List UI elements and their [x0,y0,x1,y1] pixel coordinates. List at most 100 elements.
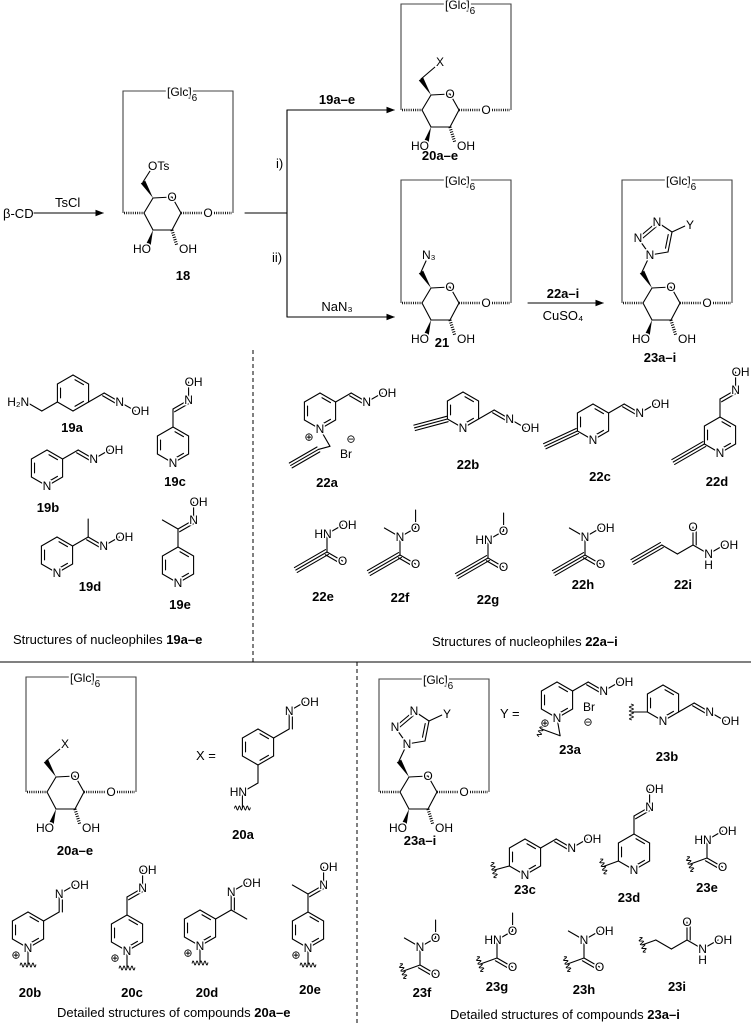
double-bond-inner [76,452,93,463]
double-bond-inner [102,395,119,406]
double-bond-inner [128,890,145,901]
ring-bond [30,449,48,460]
caption-22-text: Structures of nucleophiles [432,634,585,649]
glc-subscript: 6 [95,679,101,690]
cyclodextrin-bracket [400,179,512,303]
bond [509,418,526,429]
atom-label: N [634,231,643,245]
double-bond-inner [494,960,512,971]
atom-label: N [581,530,590,544]
ring-bond [633,833,651,844]
bond [215,909,232,920]
bond [642,939,657,946]
bond [119,401,136,412]
ring-double-inner [179,551,190,558]
double-bond-inner [642,226,657,239]
wedge-bond [140,180,153,198]
atom-label: OH [243,876,261,890]
ring-bond [172,453,190,464]
double-bond [706,857,724,868]
atom-label: HN [314,527,331,541]
reagent-22: 22a–i [547,286,580,301]
atom-label: O [167,190,176,204]
bond [566,957,585,965]
ring-bond [126,941,144,952]
bond [661,544,678,555]
double-bond-inner [417,967,435,978]
compound-label: 23e [696,880,718,895]
ring-bond [291,911,309,922]
atom-label: O [411,521,420,535]
atom-label: N [319,878,328,892]
atom-label: OH [339,518,357,532]
ring-bond [592,430,610,441]
atom-label: O [508,960,517,974]
ring-double-inner [58,541,69,548]
hashed-bond [448,319,457,337]
atom-label: OH [320,860,338,874]
atom-label: O [106,785,115,799]
wedge-bond [48,809,56,826]
bond [656,221,673,233]
attachment-wavy-bond [233,805,251,811]
glc-subscript: 6 [470,6,476,17]
atom-label: N [396,530,405,544]
atom-label: N [24,941,33,955]
atom-label: N [580,933,589,947]
atom-label: ⊖ [583,716,592,729]
atom-label: N [698,942,707,956]
ring-bond [72,401,90,412]
atom-label: N [53,566,62,580]
bond [419,937,437,948]
atom-label: OH [615,675,633,689]
ring-bond [291,938,309,949]
bond [540,838,557,849]
atom-label: HO [133,242,151,256]
atom-label: HO [411,139,429,153]
ring-bond [524,865,542,876]
bond [493,865,510,871]
atom-label: X [436,55,444,69]
pyranose-bond [421,287,432,304]
double-bond [583,957,601,968]
atom-label: N [653,215,662,229]
ring-bond [307,911,325,922]
double-bond-inner [492,412,509,423]
double-bond-inner [324,554,342,565]
bond [291,884,309,895]
atom-label: N [189,513,198,527]
atom-label: N [635,406,644,420]
pyranose-bond [449,302,460,321]
compound-label: 23b [656,749,678,764]
ring-bond [719,416,737,427]
ring-bond [126,914,144,925]
attachment-wavy-bond [191,960,209,966]
compound-label: 20a–e [422,148,458,163]
ring-double-inner [594,429,605,436]
compound-label: 19d [79,579,101,594]
double-bond [719,389,737,400]
caption-19: Structures of nucleophiles 19a–e [13,632,202,647]
atom-label: OH [185,375,203,389]
triple-bond-line [543,427,577,445]
compound-label: 19e [169,597,191,612]
double-bond [424,720,430,742]
atom-label: Y [443,707,451,721]
pyranose-bond [651,286,672,289]
compound-label: 23d [618,890,640,905]
bond [25,401,43,412]
atom-label: N [659,714,668,728]
atom-label: OH [678,332,696,346]
ring-double-inner [464,417,475,424]
wedge-bond [43,759,56,777]
atom-label: OH [714,933,732,947]
atom-label: O [596,557,605,571]
atom-label: O [499,560,508,574]
compound-label: 20d [196,985,218,1000]
compound-label: 22f [391,590,410,605]
